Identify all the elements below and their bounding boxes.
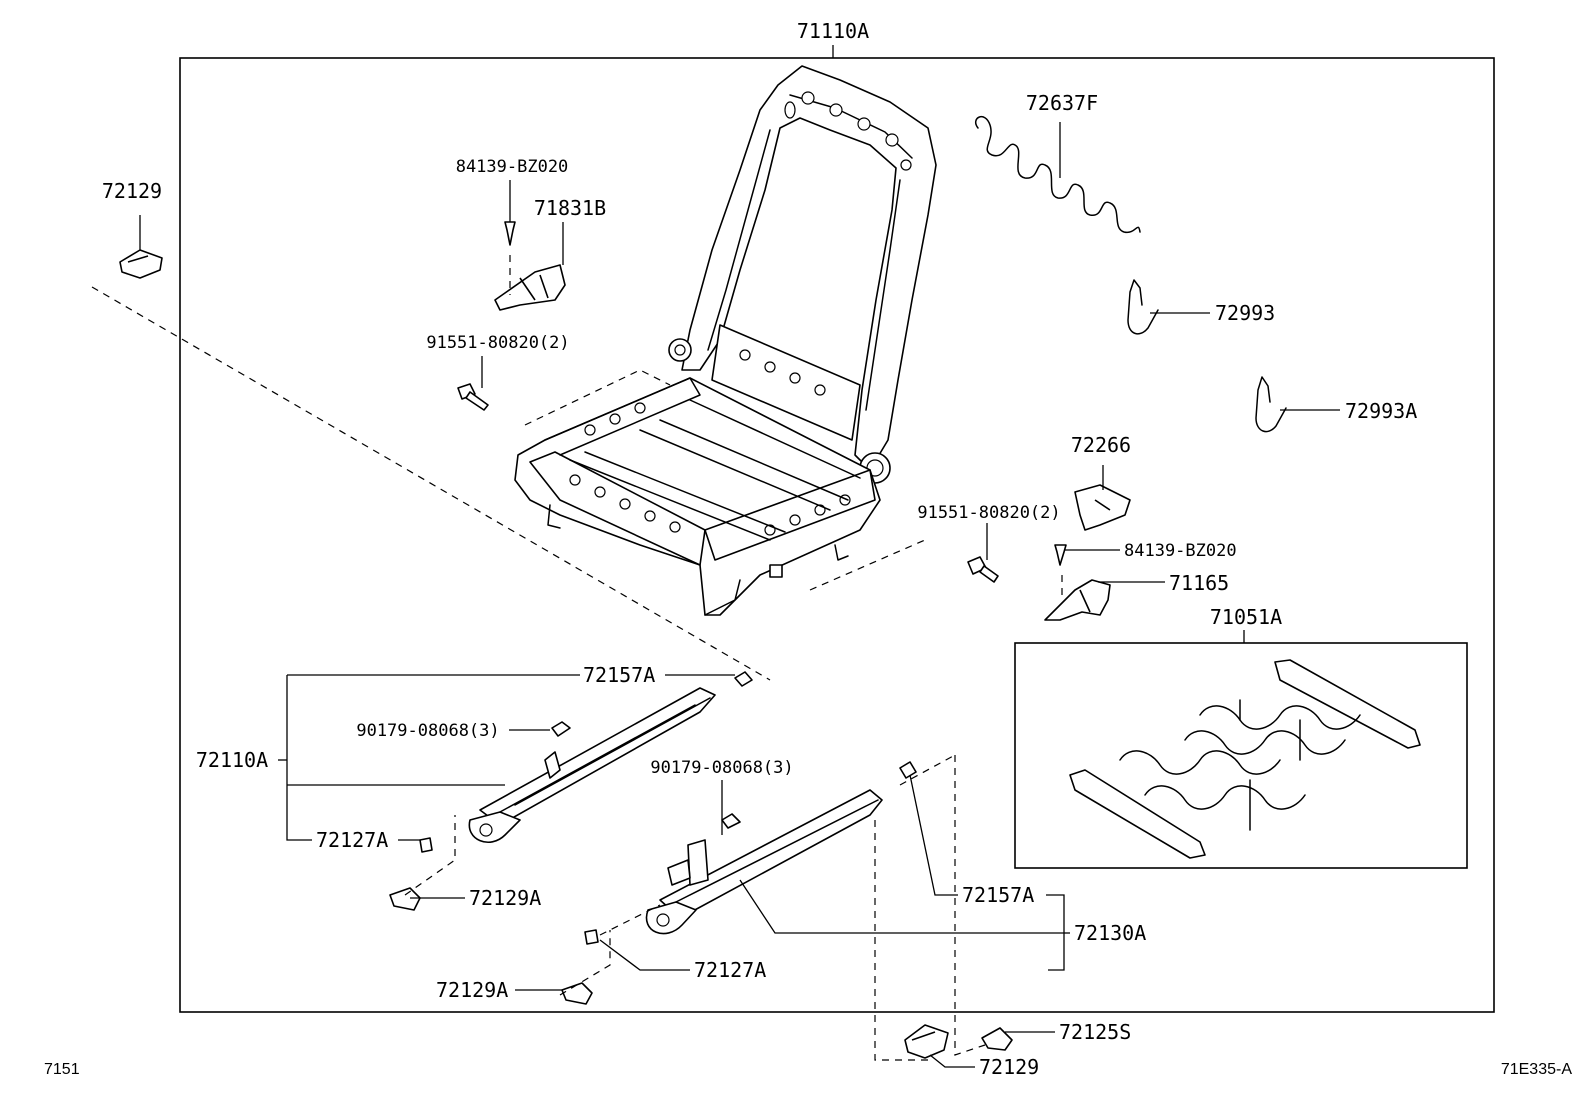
label-72993A: 72993A — [1345, 399, 1417, 423]
label-84139-right: 84139-BZ020 — [1124, 541, 1237, 561]
label-71051A: 71051A — [1210, 605, 1282, 629]
bracket-72266-icon — [1074, 484, 1131, 531]
label-71110A: 71110A — [797, 19, 869, 43]
label-72157A-top: 72157A — [583, 663, 655, 687]
label-71831B: 71831B — [534, 196, 606, 220]
clip-84139-right-icon — [1054, 544, 1067, 566]
label-72110A: 72110A — [196, 748, 268, 772]
label-72993: 72993 — [1215, 301, 1275, 325]
label-72129-top: 72129 — [102, 179, 162, 203]
hook-72993-icon — [1127, 279, 1159, 335]
label-90179-left: 90179-08068(3) — [356, 721, 499, 741]
seat-track-left-icon — [419, 671, 753, 853]
dashed-guides — [91, 255, 1063, 1061]
spring-assembly-71051A-icon — [1069, 659, 1421, 859]
hook-72993A-icon — [1255, 376, 1287, 433]
spring-assembly-box — [1014, 642, 1468, 869]
label-72266: 72266 — [1071, 433, 1131, 457]
label-72129A-left: 72129A — [469, 886, 541, 910]
seat-frame-illustration — [514, 65, 937, 616]
page-code: 7151 — [44, 1061, 80, 1078]
label-72637F: 72637F — [1026, 91, 1098, 115]
leader-lines — [139, 45, 1340, 1068]
cover-71831B-icon — [494, 264, 566, 311]
clip-72129A-left-icon — [389, 887, 421, 911]
bracket-71165-icon — [1044, 579, 1111, 621]
label-72157A-right: 72157A — [962, 883, 1034, 907]
label-91551-left: 91551-80820(2) — [426, 333, 569, 353]
figure-code: 71E335-A — [1501, 1061, 1572, 1078]
label-72130A: 72130A — [1074, 921, 1146, 945]
label-72127A-left: 72127A — [316, 828, 388, 852]
label-72127A-bottom: 72127A — [694, 958, 766, 982]
clip-72129-top-icon — [119, 249, 163, 279]
clip-84139-top-icon — [504, 221, 516, 246]
clip-72129A-bottom-icon — [561, 982, 593, 1005]
label-90179-right: 90179-08068(3) — [650, 758, 793, 778]
label-72125S: 72125S — [1059, 1020, 1131, 1044]
label-72129-bottom: 72129 — [979, 1055, 1039, 1079]
bolt-91551-right-icon — [967, 556, 999, 583]
clip-72125S-icon — [981, 1027, 1013, 1051]
main-frame — [179, 57, 1495, 1013]
spring-72637F-icon — [975, 115, 1141, 234]
clip-72129-bottom-icon — [904, 1024, 949, 1059]
bolt-91551-left-icon — [457, 383, 489, 411]
label-71165: 71165 — [1169, 571, 1229, 595]
label-72129A-bottom: 72129A — [436, 978, 508, 1002]
label-91551-right: 91551-80820(2) — [917, 503, 1060, 523]
seat-track-right-icon — [584, 761, 917, 945]
label-84139-top: 84139-BZ020 — [456, 157, 569, 177]
